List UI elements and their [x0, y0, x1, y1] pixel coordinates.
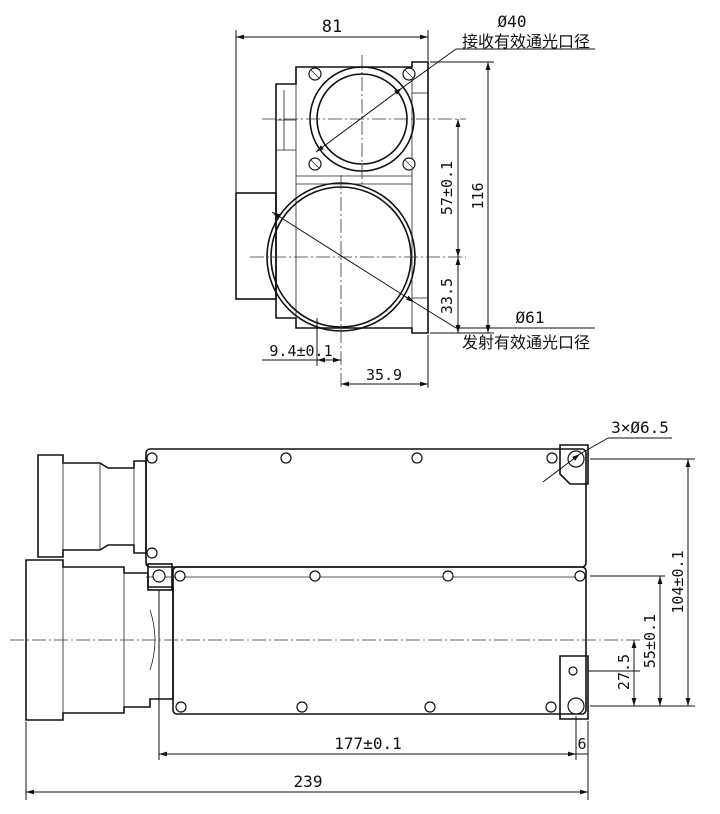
front-view: 81 Ø40 接收有效通光口径 Ø61 发射有效通光口径 57±0.1 116 …	[235, 12, 595, 388]
center-dim-label: 35.9	[366, 366, 402, 384]
mount-hole-icon	[152, 569, 166, 583]
emit-lens-barrel	[25, 559, 174, 721]
width-dim-label: 81	[322, 17, 342, 37]
edge-dim-label: 6	[577, 735, 586, 753]
side-block	[235, 192, 277, 300]
axis-offset-dim-label: 27.5	[615, 654, 633, 690]
total-length-dim-label: 239	[294, 772, 323, 791]
hole-span-dim-label: 104±0.1	[669, 550, 687, 613]
emit-diameter-label: Ø61	[516, 308, 545, 327]
plate-screws	[146, 452, 586, 713]
height-dim-label: 116	[469, 182, 487, 209]
lower-dim-label: 33.5	[438, 278, 456, 314]
receive-diameter-label: Ø40	[498, 12, 527, 31]
main-plate	[145, 448, 587, 568]
receive-aperture-label: 接收有效通光口径	[462, 32, 590, 51]
offset-dim-label: 9.4±0.1	[269, 342, 332, 360]
lower-plate	[172, 566, 587, 715]
hole-callout-label: 3×Ø6.5	[611, 418, 669, 437]
mount-ear	[559, 655, 589, 720]
base-length-dim-label: 177±0.1	[334, 734, 401, 753]
receive-lens-barrel	[37, 454, 147, 558]
spacing-dim-label: 57±0.1	[438, 161, 456, 215]
side-view: 3×Ø6.5 104±0.1 55±0.1 27.5 177±0.1 6 239	[10, 418, 695, 800]
mount-hole-icon	[568, 666, 578, 676]
hole-offset-dim-label: 55±0.1	[641, 614, 659, 668]
mount-hole-icon	[567, 697, 585, 715]
emit-aperture-label: 发射有效通光口径	[462, 333, 590, 352]
